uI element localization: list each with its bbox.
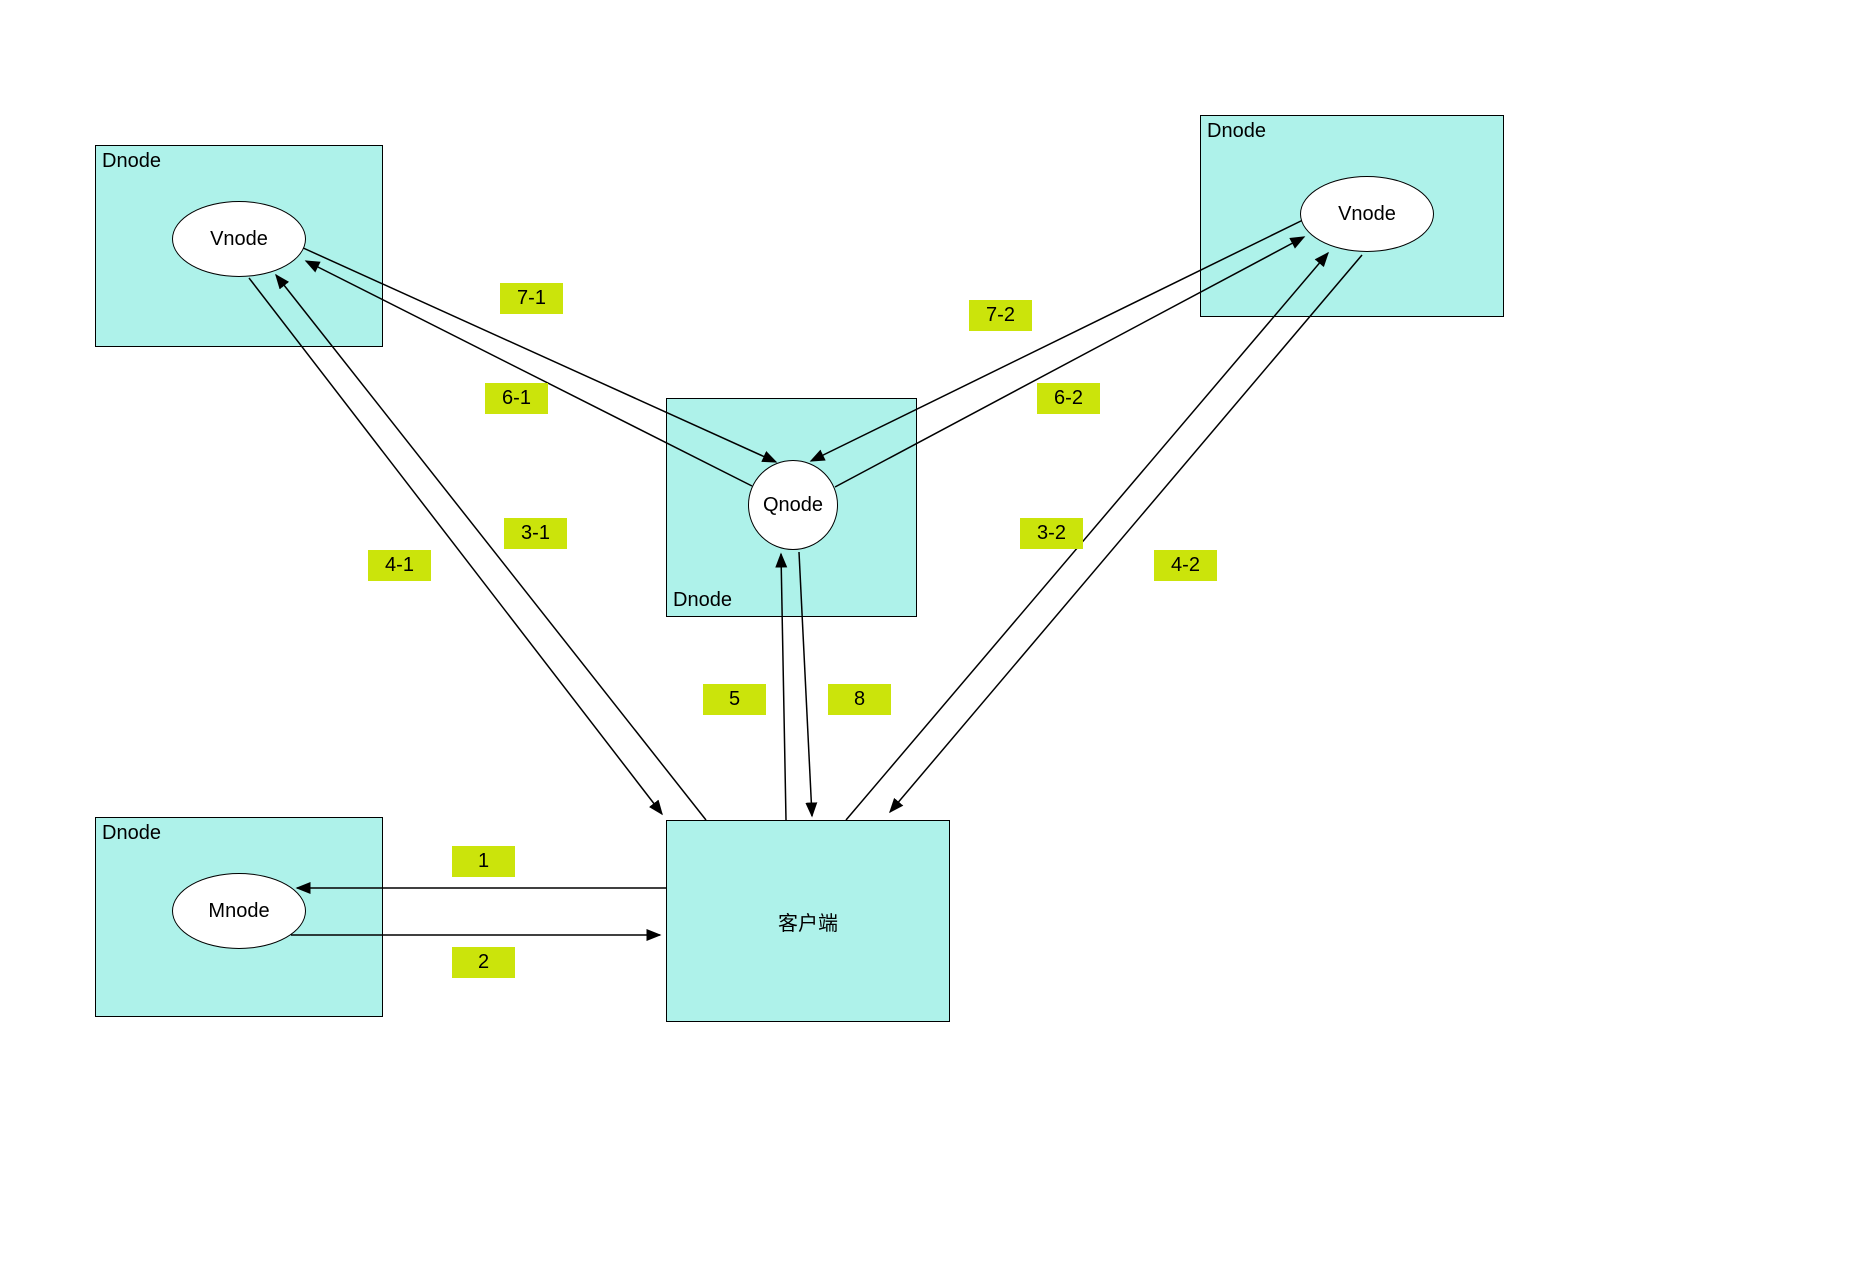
edge-label-8: 8	[828, 684, 891, 715]
client-box: 客户端	[666, 820, 950, 1022]
dnode-top-left-label: Dnode	[102, 150, 161, 172]
edge-label-5: 5	[703, 684, 766, 715]
vnode-top-right-label: Vnode	[1338, 202, 1396, 225]
edge-4-2	[889, 254, 1363, 814]
edge-label-7-1: 7-1	[500, 283, 563, 314]
edge-label-3-1: 3-1	[504, 518, 567, 549]
edge-label-2: 2	[452, 947, 515, 978]
mnode-label: Mnode	[208, 899, 270, 922]
qnode: Qnode	[748, 460, 838, 550]
edge-label-7-2: 7-2	[969, 300, 1032, 331]
edge-label-4-1: 4-1	[368, 550, 431, 581]
edge-label-1: 1	[452, 846, 515, 877]
client-label: 客户端	[778, 912, 838, 935]
edge-label-4-2: 4-2	[1154, 550, 1217, 581]
dnode-top-right-label: Dnode	[1207, 120, 1266, 142]
dnode-middle-label: Dnode	[673, 589, 732, 611]
vnode-top-left: Vnode	[172, 201, 306, 277]
vnode-top-right: Vnode	[1300, 176, 1434, 252]
edge-4-1	[248, 277, 663, 816]
dnode-bottom-left-label: Dnode	[102, 822, 161, 844]
edge-label-3-2: 3-2	[1020, 518, 1083, 549]
vnode-top-left-label: Vnode	[210, 227, 268, 250]
edge-label-6-2: 6-2	[1037, 383, 1100, 414]
qnode-label: Qnode	[762, 493, 824, 516]
edge-label-6-1: 6-1	[485, 383, 548, 414]
mnode: Mnode	[172, 873, 306, 949]
edge-3-2	[845, 251, 1329, 821]
edge-3-1	[275, 273, 707, 821]
